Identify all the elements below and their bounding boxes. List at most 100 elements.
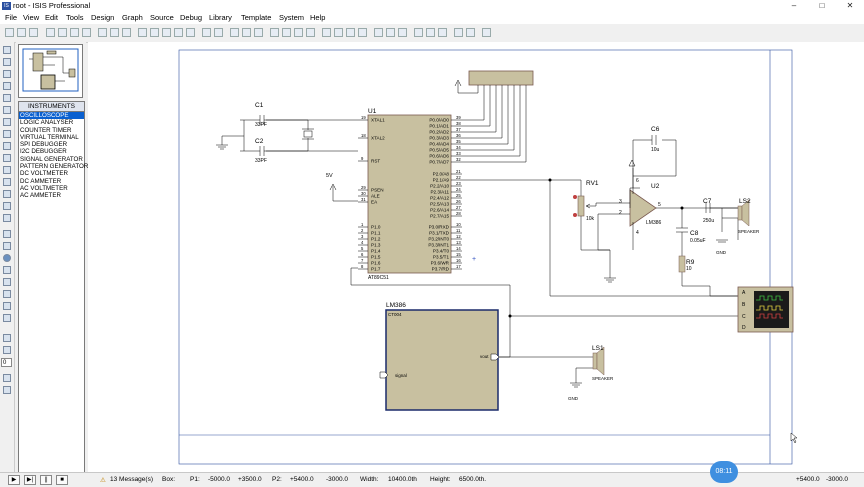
menu-system[interactable]: System: [279, 13, 305, 22]
rv1-potentiometer[interactable]: [573, 195, 610, 251]
menu-template[interactable]: Template: [241, 13, 272, 22]
menu-design[interactable]: Design: [91, 13, 115, 22]
erc-report-icon[interactable]: [466, 28, 475, 37]
decompose-icon[interactable]: [358, 28, 367, 37]
subcircuit-icon[interactable]: [3, 118, 11, 126]
voltage-probe-icon[interactable]: [3, 190, 11, 198]
generator-icon[interactable]: [3, 178, 11, 186]
rotate-cw-icon[interactable]: [3, 334, 11, 342]
list-item-ac-voltmeter[interactable]: AC VOLTMETER: [20, 184, 68, 192]
rotation-field[interactable]: 0: [1, 358, 12, 367]
zoom-in-icon[interactable]: [150, 28, 159, 37]
device-pins-icon[interactable]: [3, 142, 11, 150]
menu-tools[interactable]: Tools: [66, 13, 84, 22]
netlist-to-ares-icon[interactable]: [482, 28, 491, 37]
origin-icon[interactable]: [122, 28, 131, 37]
menu-library[interactable]: Library: [209, 13, 232, 22]
list-item-i2c-debugger[interactable]: I2C DEBUGGER: [20, 148, 67, 156]
list-item-spi-debugger[interactable]: SPI DEBUGGER: [20, 141, 68, 149]
line-tool-icon[interactable]: [3, 230, 11, 238]
packaging-icon[interactable]: [346, 28, 355, 37]
menu-debug[interactable]: Debug: [180, 13, 203, 22]
grid-icon[interactable]: [110, 28, 119, 37]
instrument-list[interactable]: OSCILLOSCOPE LOGIC ANALYSER COUNTER TIME…: [18, 111, 88, 473]
rotate-ccw-icon[interactable]: [3, 346, 11, 354]
step-button[interactable]: ▶|: [24, 475, 36, 485]
redraw-icon[interactable]: [98, 28, 107, 37]
list-item-signal-generator[interactable]: SIGNAL GENERATOR: [20, 155, 83, 163]
redo-icon[interactable]: [214, 28, 223, 37]
component-mode-icon[interactable]: [3, 58, 11, 66]
copy-icon[interactable]: [242, 28, 251, 37]
list-item-logic-analyser[interactable]: LOGIC ANALYSER: [20, 119, 74, 127]
bill-of-materials-icon[interactable]: [454, 28, 463, 37]
path-tool-icon[interactable]: [3, 278, 11, 286]
pan-icon[interactable]: [138, 28, 147, 37]
menu-view[interactable]: View: [23, 13, 40, 22]
list-item-counter-timer[interactable]: COUNTER TIMER: [20, 126, 72, 134]
resistor-pack[interactable]: [468, 70, 534, 86]
list-item-dc-voltmeter[interactable]: DC VOLTMETER: [20, 170, 69, 178]
current-probe-icon[interactable]: [3, 202, 11, 210]
u2-opamp[interactable]: [595, 135, 738, 283]
marker-tool-icon[interactable]: [3, 314, 11, 322]
circle-tool-icon[interactable]: [3, 254, 11, 262]
block-move-icon[interactable]: [282, 28, 291, 37]
c8-r9-network[interactable]: [676, 208, 738, 297]
list-item-dc-ammeter[interactable]: DC AMMETER: [20, 177, 62, 185]
cut-icon[interactable]: [230, 28, 239, 37]
junction-dot-icon[interactable]: [3, 70, 11, 78]
zoom-area-icon[interactable]: [186, 28, 195, 37]
zoom-all-icon[interactable]: [174, 28, 183, 37]
open-file-icon[interactable]: [17, 28, 26, 37]
overview-window[interactable]: [18, 44, 83, 98]
list-item-ac-ammeter[interactable]: AC AMMETER: [20, 192, 61, 200]
minimize-button[interactable]: –: [791, 1, 797, 10]
property-tool-icon[interactable]: [398, 28, 407, 37]
play-button[interactable]: ▶: [8, 475, 20, 485]
new-sheet-icon[interactable]: [414, 28, 423, 37]
export-icon[interactable]: [58, 28, 67, 37]
ls1-speaker[interactable]: [499, 346, 605, 388]
graph-mode-icon[interactable]: [3, 154, 11, 162]
pause-button[interactable]: ||: [40, 475, 52, 485]
exit-to-parent-icon[interactable]: [438, 28, 447, 37]
terminals-icon[interactable]: [3, 130, 11, 138]
buses-icon[interactable]: [3, 106, 11, 114]
menu-graph[interactable]: Graph: [122, 13, 143, 22]
save-icon[interactable]: [29, 28, 38, 37]
selection-mode-icon[interactable]: [3, 46, 11, 54]
symbol-tool-icon[interactable]: [3, 302, 11, 310]
remove-sheet-icon[interactable]: [426, 28, 435, 37]
c7-ls2[interactable]: [705, 199, 750, 243]
zoom-out-icon[interactable]: [162, 28, 171, 37]
print-icon[interactable]: [70, 28, 79, 37]
mirror-vertical-icon[interactable]: [3, 386, 11, 394]
wire-label-icon[interactable]: [3, 82, 11, 90]
block-delete-icon[interactable]: [306, 28, 315, 37]
search-tag-icon[interactable]: [386, 28, 395, 37]
menu-help[interactable]: Help: [310, 13, 326, 22]
pick-device-icon[interactable]: [322, 28, 331, 37]
text-tool-icon[interactable]: [3, 290, 11, 298]
print-area-icon[interactable]: [82, 28, 91, 37]
block-rotate-icon[interactable]: [294, 28, 303, 37]
stop-button[interactable]: ■: [56, 475, 68, 485]
import-icon[interactable]: [46, 28, 55, 37]
make-device-icon[interactable]: [334, 28, 343, 37]
oscilloscope[interactable]: [737, 286, 794, 333]
paste-icon[interactable]: [254, 28, 263, 37]
close-button[interactable]: ✕: [846, 1, 854, 10]
arc-tool-icon[interactable]: [3, 266, 11, 274]
undo-icon[interactable]: [202, 28, 211, 37]
new-file-icon[interactable]: [5, 28, 14, 37]
maximize-button[interactable]: □: [819, 1, 825, 10]
messages-count[interactable]: 13 Message(s): [110, 476, 153, 483]
menu-source[interactable]: Source: [150, 13, 174, 22]
lm386-subcircuit[interactable]: [379, 309, 500, 411]
list-item-oscilloscope[interactable]: OSCILLOSCOPE: [19, 112, 84, 120]
virtual-instruments-icon[interactable]: [3, 214, 11, 222]
tape-recorder-icon[interactable]: [3, 166, 11, 174]
